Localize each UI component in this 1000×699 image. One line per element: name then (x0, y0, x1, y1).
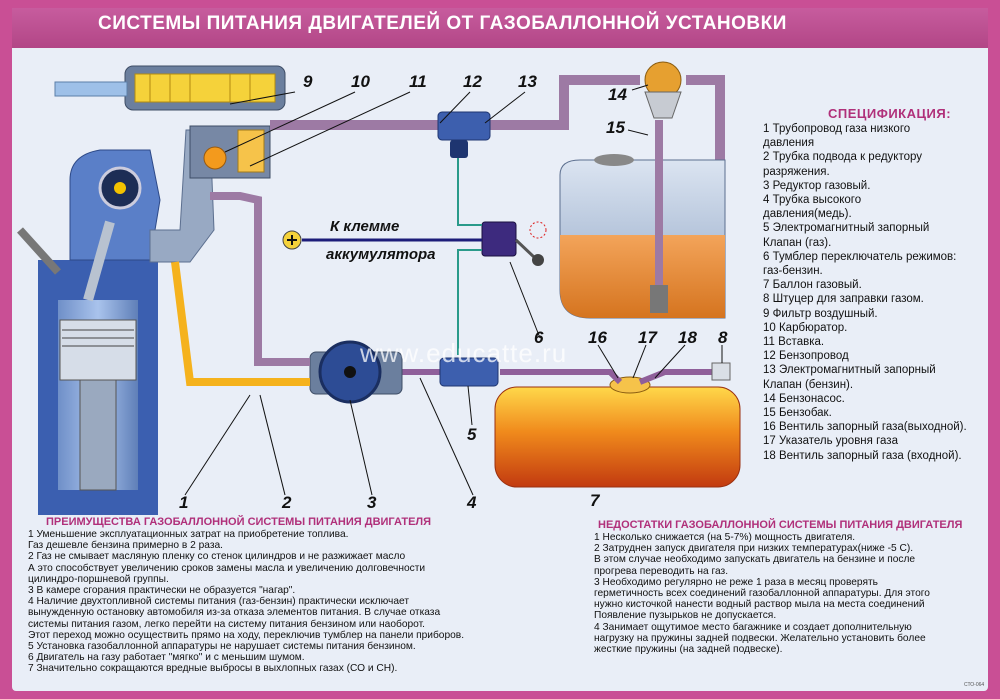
watermark: www.educatte.ru (360, 338, 568, 368)
spark-plug (17, 227, 61, 275)
spec-item: 17 Указатель уровня газа (763, 435, 898, 448)
carburetor-float (203, 146, 227, 170)
advantage-line: 4 Наличие двухтопливной системы питания … (28, 596, 410, 608)
disadvantage-line: В этом случае необходимо запускать двига… (594, 554, 916, 566)
spec-title: СПЕЦИФИКАЦИЯ: (828, 106, 952, 121)
disadvantage-line: нужно кисточкой нанести водный раствор м… (594, 599, 925, 611)
advantage-line: 6 Двигатель на газу работает "мягко" и с… (28, 652, 305, 664)
fuel-pump (644, 61, 682, 119)
spec-item: 14 Бензонасос. (763, 392, 845, 405)
spec-item: 5 Электромагнитный запорный (763, 222, 930, 235)
petrol-solenoid-valve (437, 111, 491, 141)
engine (17, 149, 161, 515)
callout-2: 2 (282, 493, 292, 512)
spec-item: 8 Штуцер для заправки газом. (763, 293, 924, 306)
spec-list: 1 Трубопровод газа низкого давления 2 Тр… (763, 122, 993, 463)
advantage-line: 7 Значительно сокращаются вредные выброс… (28, 663, 398, 675)
disadvantage-line: жесткие пружины (на задней подвеске). (594, 644, 783, 656)
spec-item: давления (763, 137, 815, 150)
spec-item: 15 Бензобак. (763, 407, 832, 420)
spec-item: разряжения. (763, 165, 830, 178)
advantage-line: 5 Установка газобаллонной аппаратуры не … (28, 641, 416, 653)
battery-label-line1: К клемме (330, 218, 400, 235)
callout-3: 3 (367, 493, 377, 512)
spec-item: 12 Бензопровод (763, 350, 849, 363)
spec-item: 16 Вентиль запорный газа(выходной). (763, 421, 967, 434)
connecting-rod (79, 379, 117, 491)
callout-10: 10 (351, 72, 370, 91)
callout-16: 16 (588, 328, 607, 347)
advantage-line: системы питания газом, легко перейти на … (28, 618, 425, 630)
disadvantage-line: 4 Занимает ощутимое место багажнике и со… (594, 621, 912, 633)
publisher-stamp: СТО-064 (964, 682, 985, 688)
callout-6: 6 (534, 328, 544, 347)
callout-5: 5 (467, 425, 477, 444)
spec-item: 6 Тумблер переключатель режимов: (763, 250, 957, 263)
advantage-line: Этот переход можно осуществить прямо на … (28, 629, 465, 641)
callout-4: 4 (467, 493, 477, 512)
spec-item: 2 Трубка подвода к редуктору (763, 151, 923, 164)
callout-18: 18 (678, 328, 697, 347)
disadvantage-line: 3 Необходимо регулярно не реже 1 раза в … (594, 576, 878, 588)
advantage-line: Газ дешевле бензина примерно в 2 раза. (28, 540, 224, 552)
disadvantage-line: нагрузку на пружины задней подвески. Жел… (594, 632, 926, 644)
spec-item: Клапан (бензин). (763, 378, 854, 391)
spec-item: 9 Фильтр воздушный. (763, 307, 878, 320)
disadvantage-line: Появление пузырьков не допускается. (594, 610, 777, 622)
spec-item: 7 Баллон газовый. (763, 279, 862, 292)
filler-fitting (711, 362, 731, 381)
spec-item: Клапан (газ). (763, 236, 832, 249)
battery-label-line2: аккумулятора (326, 246, 436, 263)
callout-leaders (184, 84, 723, 496)
gas-cylinder (494, 376, 741, 488)
callout-12: 12 (463, 72, 482, 91)
disadvantage-line: герметичность всех соединений газобаллон… (594, 588, 930, 600)
low-pressure-gas-line (171, 261, 310, 386)
spec-item: давления(медь). (763, 208, 852, 221)
gas-solenoid-valve (439, 357, 499, 387)
air-intake (54, 81, 128, 97)
spec-item: газ-бензин. (763, 265, 823, 278)
title-bar (12, 8, 988, 48)
spec-item: 4 Трубка высокого (763, 194, 862, 207)
advantage-line: вынужденную остановку автомобиля из-за о… (28, 607, 441, 619)
callout-15: 15 (606, 118, 625, 137)
disadvantage-line: прогрева переводить на газ. (594, 565, 729, 577)
advantage-line: 1 Уменьшение эксплуатационных затрат на … (28, 529, 349, 540)
callout-1: 1 (179, 493, 189, 512)
disadvantage-line: 2 Затруднен запуск двигателя при низких … (594, 543, 914, 555)
callout-14: 14 (608, 85, 627, 104)
callout-11: 11 (409, 72, 427, 91)
mode-switch (481, 221, 547, 266)
petrol-tank (559, 120, 726, 319)
callout-8: 8 (718, 328, 728, 347)
spec-item: 3 Редуктор газовый. (763, 179, 871, 192)
page-title: СИСТЕМЫ ПИТАНИЯ ДВИГАТЕЛЕЙ ОТ ГАЗОБАЛЛОН… (98, 13, 787, 34)
disadvantages-list: 1 Несколько снижается (на 5-7%) мощность… (594, 532, 969, 655)
gas-reducer (309, 340, 403, 404)
callout-7: 7 (590, 491, 600, 510)
advantage-line: цилиндро-поршневой группы. (28, 573, 169, 585)
spec-item: 11 Вставка. (763, 336, 825, 349)
valve (83, 220, 115, 302)
advantage-line: 2 Газ не смывает масляную пленку со стен… (28, 551, 406, 563)
spec-item: 1 Трубопровод газа низкого (763, 123, 911, 135)
spec-item: 18 Вентиль запорный газа (входной). (763, 449, 962, 462)
piston (59, 319, 137, 381)
advantage-line: 3 В камере сгорания практически не образ… (28, 585, 296, 597)
advantages-list: 1 Уменьшение эксплуатационных затрат на … (28, 529, 508, 675)
vacuum-line (210, 192, 310, 366)
callout-13: 13 (518, 72, 537, 91)
spec-item: 13 Электромагнитный запорный (763, 364, 936, 377)
disadvantage-line: 1 Несколько снижается (на 5-7%) мощность… (594, 532, 856, 543)
spec-item: 10 Карбюратор. (763, 321, 848, 334)
disadvantages-title: НЕДОСТАТКИ ГАЗОБАЛЛОННОЙ СИСТЕМЫ ПИТАНИЯ… (598, 519, 963, 531)
callout-9: 9 (303, 72, 313, 91)
advantage-line: А это способствует увеличению сроков зам… (28, 562, 426, 574)
callout-17: 17 (638, 328, 657, 347)
advantages-title: ПРЕИМУЩЕСТВА ГАЗОБАЛЛОННОЙ СИСТЕМЫ ПИТАН… (46, 516, 432, 528)
air-filter (54, 65, 286, 111)
